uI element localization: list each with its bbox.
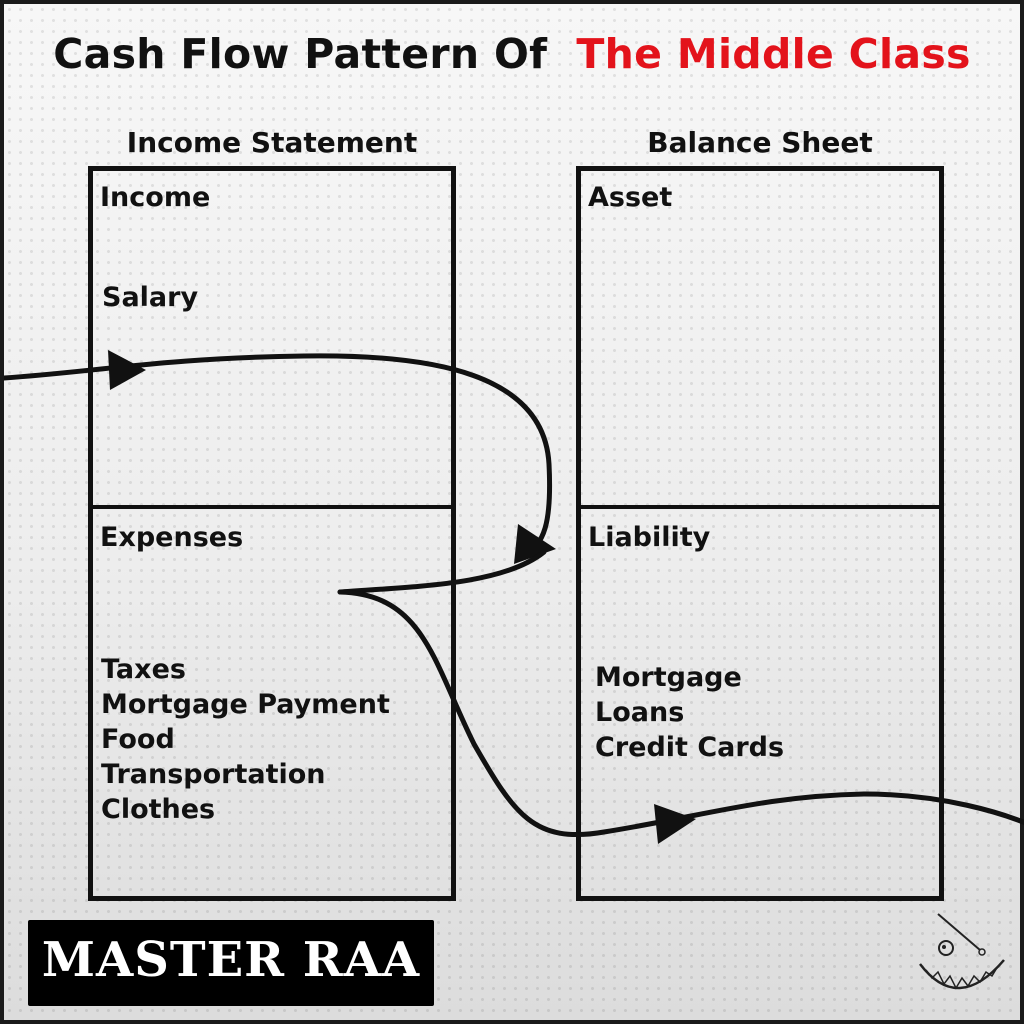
grinning-mascot-icon xyxy=(919,913,1005,990)
income-statement-box xyxy=(88,166,456,901)
title-main: Cash Flow Pattern Of xyxy=(53,30,548,78)
balance-sheet-heading: Balance Sheet xyxy=(647,126,873,159)
arrowhead-salary xyxy=(108,350,146,390)
logo-text: MASTER RAA xyxy=(41,932,421,988)
expense-list: Taxes Mortgage Payment Food Transportati… xyxy=(101,652,390,827)
income-statement-heading: Income Statement xyxy=(126,126,418,159)
expense-item: Taxes xyxy=(101,654,186,685)
salary-item: Salary xyxy=(102,282,199,313)
title-accent: The Middle Class xyxy=(576,30,971,78)
liability-to-expenses-flow xyxy=(337,549,547,595)
asset-liability-divider xyxy=(581,505,939,509)
balance-sheet-box xyxy=(576,166,944,901)
expense-item: Food xyxy=(101,724,175,755)
income-label: Income xyxy=(100,182,211,213)
expense-item: Clothes xyxy=(101,794,216,825)
page-title: Cash Flow Pattern Of The Middle Class xyxy=(4,30,1020,78)
liability-list: Mortgage Loans Credit Cards xyxy=(595,660,784,765)
income-expense-divider xyxy=(93,505,451,509)
salary-to-liability-flow xyxy=(4,353,553,559)
expenses-outflow xyxy=(337,589,1024,838)
liability-item: Loans xyxy=(595,697,685,728)
liability-label: Liability xyxy=(588,522,711,553)
expenses-label: Expenses xyxy=(100,522,244,553)
liability-item: Credit Cards xyxy=(595,732,785,763)
cash-flow-arrows xyxy=(4,350,1024,844)
arrowhead-liability xyxy=(514,524,556,564)
expense-item: Mortgage Payment xyxy=(101,689,390,720)
arrowhead-outflow xyxy=(654,804,696,844)
asset-label: Asset xyxy=(588,182,673,213)
liability-item: Mortgage xyxy=(595,662,742,693)
master-raa-logo: MASTER RAA xyxy=(28,920,434,1006)
expense-item: Transportation xyxy=(101,759,326,790)
